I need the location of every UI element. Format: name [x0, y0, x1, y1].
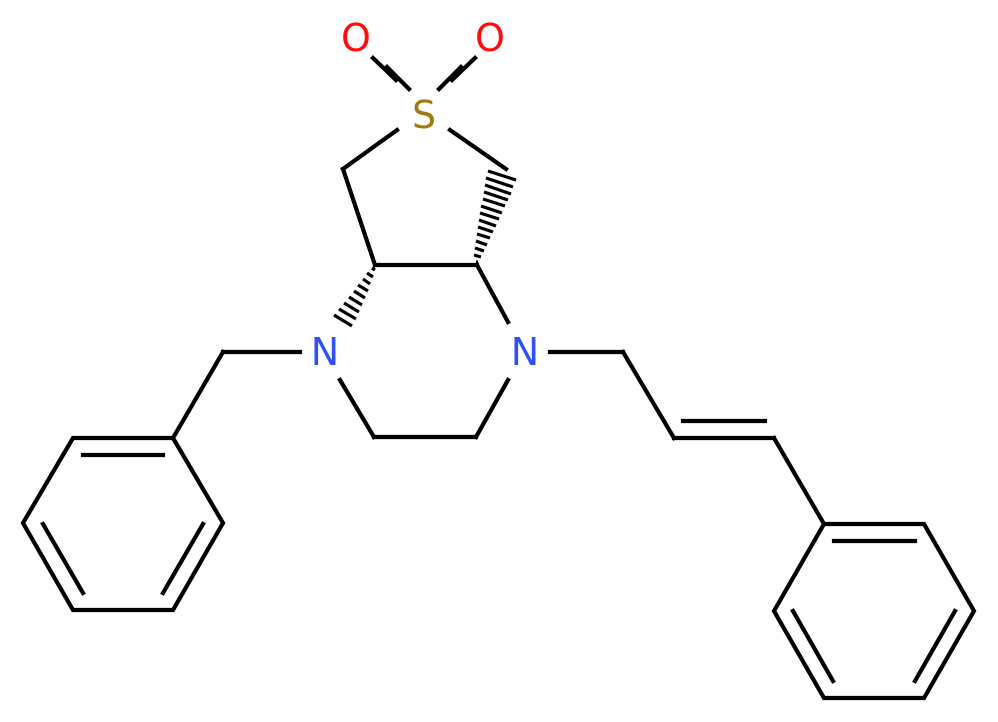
benzyl-group: [20, 349, 303, 613]
ch2-ch-bond: [620, 349, 677, 441]
s-o-bond-left-b: [384, 64, 412, 92]
hashed-wedge-right: [473, 169, 517, 264]
ch2-n-right-bond: [473, 377, 511, 440]
aromatic-double-bond: [912, 608, 958, 684]
nitrogen-atom-right: N: [511, 330, 539, 374]
benzene-ring-left: [20, 435, 226, 613]
s-o-bond-right-b: [436, 64, 464, 92]
thiolane-ring: [340, 127, 509, 268]
oxygen-atom-left: O: [341, 16, 371, 60]
nitrogen-atom-left: N: [311, 330, 339, 374]
oxygen-atom-right: O: [475, 16, 505, 60]
s-o-bond-right-a: [449, 55, 478, 83]
benzene-ring-right: [771, 521, 977, 701]
piperazine-ring: [337, 262, 511, 440]
sulfur-atom: S: [412, 93, 436, 137]
cinnamyl-group: [547, 349, 977, 701]
ch-n-right-bond: [474, 262, 511, 325]
aromatic-double-bond: [160, 521, 206, 596]
sulfonyl-group: [370, 55, 478, 92]
hashed-wedge-left: [333, 266, 376, 328]
ch2-ch-left-bond: [340, 166, 378, 268]
ch2-phenyl-bond: [170, 349, 226, 441]
s-ch2-left-bond: [340, 127, 400, 172]
s-o-bond-left-a: [370, 55, 399, 83]
ch-phenyl-bond: [771, 435, 827, 527]
n-ch2-left-bond: [337, 377, 377, 440]
s-ch2-right-bond: [447, 127, 509, 172]
aromatic-double-bond: [790, 608, 836, 684]
aromatic-double-bond: [40, 521, 86, 596]
